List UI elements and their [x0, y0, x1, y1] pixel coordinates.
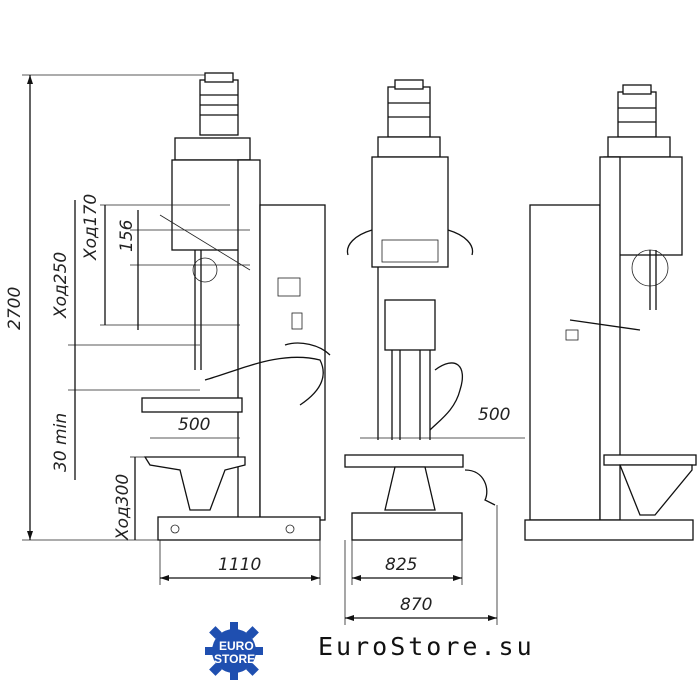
height-dimension: 2700 — [5, 74, 210, 541]
dim-table-500: 500 — [178, 415, 210, 435]
site-name[interactable]: EuroStore.su — [318, 632, 535, 661]
dim-1110: 1110 — [218, 555, 261, 575]
dim-870: 870 — [400, 595, 432, 615]
eurostore-logo[interactable]: EURO STORE — [203, 620, 265, 682]
dim-2700: 2700 — [5, 287, 25, 330]
side-view-left: Ход170 156 Ход250 30 min 500 Ход300 1110 — [51, 72, 331, 585]
side-view-right — [524, 84, 697, 541]
drill-press-technical-drawing: 2700 Ход170 156 Ход250 — [5, 72, 697, 625]
dim-30min: 30 min — [51, 413, 71, 472]
dim-825: 825 — [385, 555, 417, 575]
dim-156: 156 — [117, 219, 137, 252]
dim-travel-250: Ход250 — [51, 252, 71, 319]
logo-line-2: STORE — [214, 652, 255, 666]
front-view-middle: 500 825 870 — [344, 79, 525, 625]
dim-travel-170: Ход170 — [81, 194, 101, 261]
logo-line-1: EURO — [219, 639, 254, 653]
dim-travel-300: Ход300 — [113, 474, 133, 541]
dim-reach-500: 500 — [478, 405, 510, 425]
